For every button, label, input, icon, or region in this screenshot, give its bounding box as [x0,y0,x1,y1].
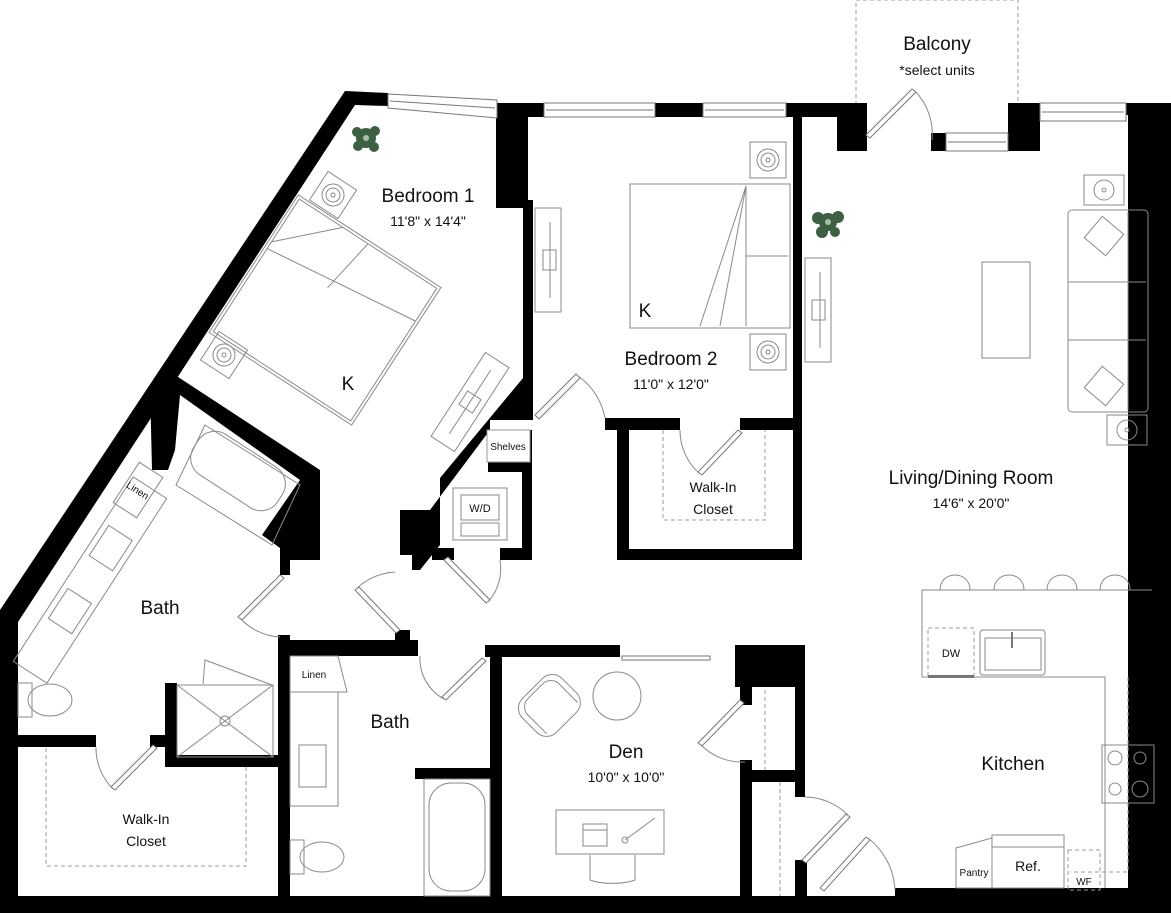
linen-closet[interactable]: Linen [112,461,164,519]
side-table [592,671,642,721]
plant-icon [812,211,844,238]
primary-bath-door[interactable] [237,574,285,638]
nightstand-lamp-icon [749,141,787,179]
entry-closet-door[interactable] [801,796,851,864]
living-room-dims: 14'6" x 20'0" [933,495,1010,511]
dishwasher-label: DW [942,648,961,660]
tv-console [804,257,832,363]
water-filter[interactable]: WF [1067,849,1101,891]
den-sliding-door[interactable] [621,655,711,661]
bedroom-2[interactable]: K Bedroom 2 11'0" x 12'0" [534,141,791,392]
walls [0,91,1171,913]
closet-label-line1: Walk-In [690,479,737,495]
bed [208,194,442,426]
pantry-label: Pantry [960,868,989,879]
bedroom2-closet-door[interactable] [679,429,743,476]
kitchen-label: Kitchen [981,754,1044,775]
entry-door[interactable] [819,836,896,892]
walk-in-closet-primary[interactable]: Walk-In Closet [45,748,247,867]
washer-dryer-label: W/D [469,503,490,515]
bedroom-1-bed-size: K [342,374,355,395]
nightstand-lamp-icon [199,330,249,380]
desk [555,809,665,855]
refrigerator[interactable]: Ref. [991,834,1065,889]
bedroom-2-label: Bedroom 2 [625,349,718,370]
bedroom-2-bed-size: K [639,301,652,322]
primary-closet-door[interactable] [95,744,158,791]
coffee-table [981,261,1031,359]
water-filter-label: WF [1076,877,1092,888]
closet-label-line1: Walk-In [123,811,170,827]
side-table-lamp-icon [1106,414,1148,446]
pantry[interactable]: Pantry [955,837,993,889]
bar-stools [939,574,1131,591]
den-dims: 10'0" x 10'0" [588,769,665,785]
primary-bath-label: Bath [140,598,179,619]
living-dining-room[interactable]: Living/Dining Room 14'6" x 20'0" [804,174,1149,511]
toilet [17,682,73,718]
cooktop [1101,744,1155,804]
shelves[interactable]: Shelves [486,429,531,463]
linen-label: Linen [124,480,151,503]
bed [629,183,791,329]
dresser-tv [534,207,562,313]
linen-label: Linen [302,670,326,681]
linen-closet[interactable]: Linen [289,655,348,693]
desk-chair [589,855,636,884]
washer-dryer[interactable]: W/D [452,487,508,541]
nightstand-lamp-icon [749,333,787,371]
nightstand-lamp-icon [308,170,358,220]
bedroom-2-dims: 11'0" x 12'0" [633,376,709,392]
secondary-bath-label: Bath [370,712,409,733]
wd-closet-door[interactable] [443,556,502,604]
balcony-door[interactable] [865,88,933,141]
bedroom-1[interactable]: Bedroom 1 11'8" x 14'4" K [199,126,510,453]
hall-door[interactable] [354,571,401,634]
sink [979,629,1046,676]
refrigerator-label: Ref. [1015,858,1041,874]
windows [387,93,1127,152]
bedroom-1-label: Bedroom 1 [382,186,475,207]
side-table-lamp-icon [1083,174,1125,206]
doors [95,88,933,892]
secondary-bath-door[interactable] [419,655,487,701]
kitchen[interactable]: DW Ref. Pantry WF Kitchen [921,574,1155,891]
sofa [1067,209,1149,413]
shower [176,659,274,758]
vanity [289,691,339,807]
balcony[interactable]: Balcony *select units [855,0,1019,105]
shelves-label: Shelves [490,442,526,453]
bedroom-1-dims: 11'8" x 14'4" [390,213,466,229]
walk-in-closet-bedroom-2[interactable]: Walk-In Closet [662,430,766,521]
balcony-label: Balcony [903,34,971,55]
bathtub [175,424,301,546]
plant-icon [352,126,380,152]
den[interactable]: Den 10'0" x 10'0" [513,669,781,896]
bathtub [423,778,491,897]
dishwasher[interactable]: DW [927,627,975,678]
closet-label-line2: Closet [126,833,166,849]
double-vanity [12,476,168,684]
secondary-bath[interactable]: Linen Bath [289,655,491,897]
primary-bath[interactable]: Linen Bath [12,424,301,758]
den-closet-door[interactable] [697,699,746,763]
balcony-note: *select units [899,62,974,78]
bedroom2-door[interactable] [534,373,606,420]
den-label: Den [609,742,644,763]
living-room-label: Living/Dining Room [889,468,1054,489]
armchair [517,673,581,737]
closet-label-line2: Closet [693,501,733,517]
toilet [289,839,345,875]
dresser-tv [430,351,510,453]
